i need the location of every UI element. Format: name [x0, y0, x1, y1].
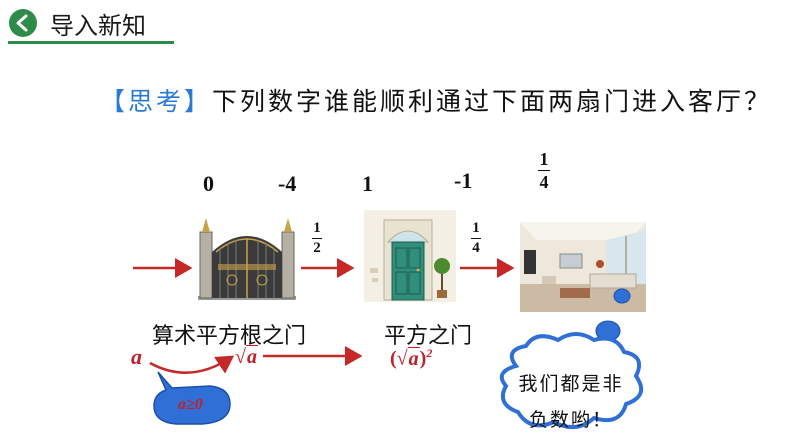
number-one: 1 — [362, 171, 373, 196]
thought-bubble-text: 我们都是非 负数哟！ — [506, 366, 636, 438]
green-door-image — [364, 210, 456, 302]
condition-text: a≥0 — [178, 396, 203, 413]
question-label: 【思考】 — [100, 87, 213, 116]
square-expression: (√a)2 — [390, 346, 433, 370]
square-gate-label: 平方之门 — [384, 324, 473, 349]
back-arrow-icon[interactable] — [8, 8, 38, 38]
thought-line-1: 我们都是非 — [518, 373, 624, 395]
sqrt-gate-label: 算术平方根之门 — [152, 324, 307, 349]
number-zero: 0 — [203, 171, 214, 196]
arrow-a-to-sqrt — [149, 355, 235, 374]
number-minus-one: -1 — [454, 168, 473, 193]
variable-a: a — [131, 344, 142, 369]
header-underline — [8, 41, 174, 44]
question-text: 下列数字谁能顺利通过下面两扇门进入客厅？ — [212, 87, 773, 116]
number-minus-four: -4 — [278, 171, 297, 196]
page-title: 导入新知 — [50, 12, 146, 40]
condition-bubble — [153, 371, 231, 425]
sqrt-expression: √a — [235, 345, 258, 368]
thought-bubble — [499, 288, 644, 430]
thought-line-2: 负数哟！ — [528, 409, 613, 431]
iron-gate-image — [198, 218, 296, 300]
question-line: 【思考】下列数字谁能顺利通过下面两扇门进入客厅？ — [100, 82, 772, 118]
living-room-image — [520, 222, 646, 312]
